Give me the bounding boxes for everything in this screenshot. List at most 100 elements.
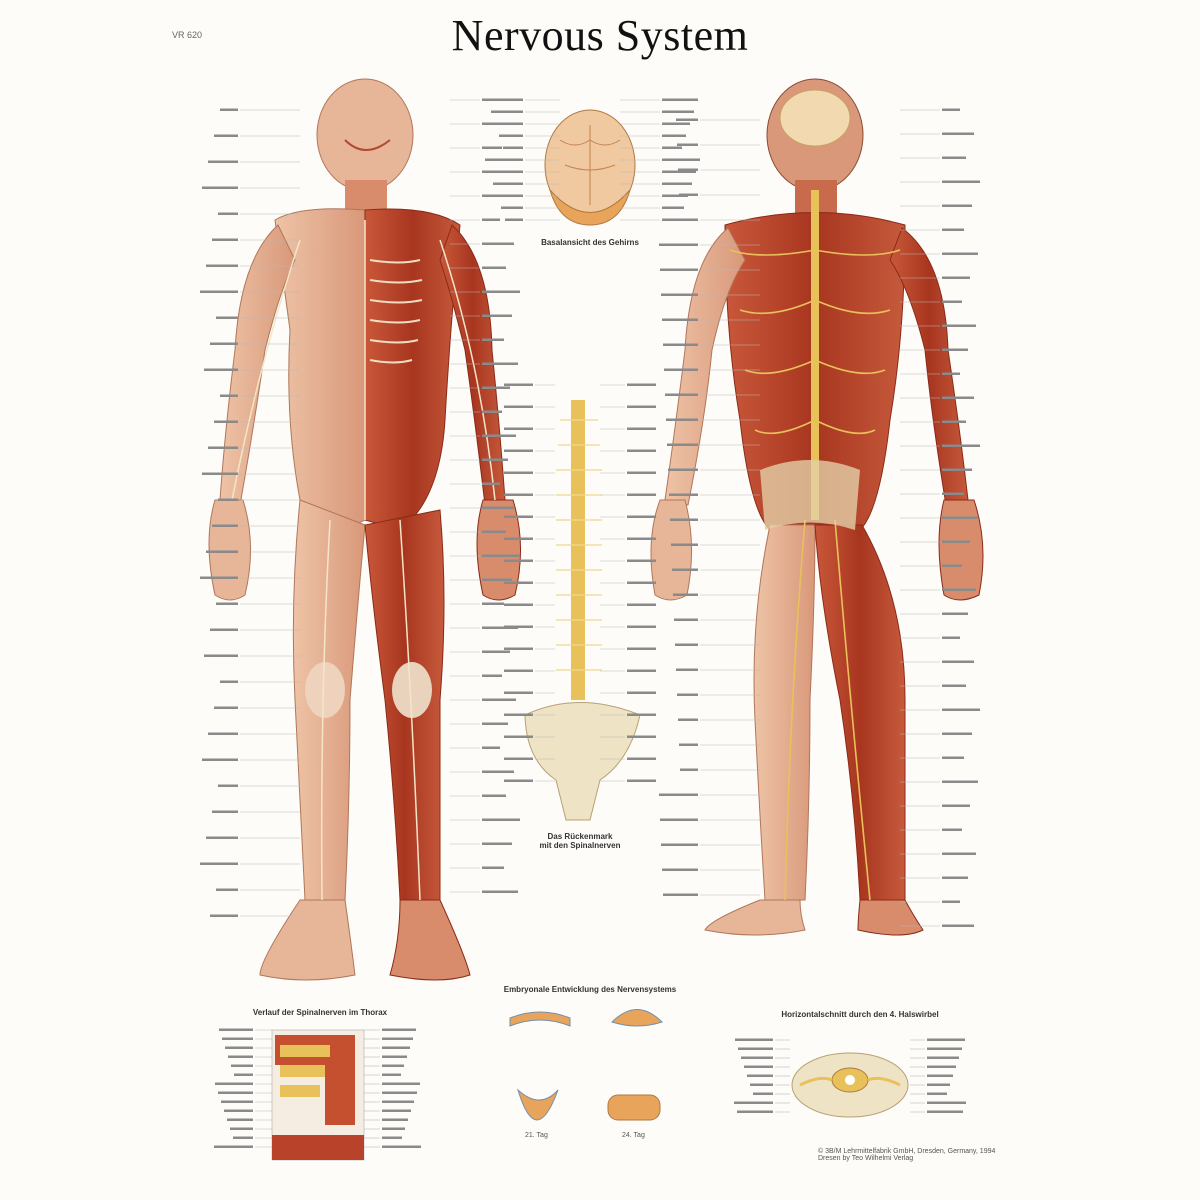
label-mark: [676, 668, 698, 671]
spinal-cord-illustration: [524, 400, 641, 821]
label-mark: [627, 669, 656, 672]
label-mark: [671, 543, 698, 546]
label-mark: [482, 434, 516, 437]
label-mark: [482, 578, 512, 581]
label-mark: [927, 1047, 962, 1050]
label-mark: [678, 718, 698, 721]
label-mark: [662, 110, 694, 113]
label-mark: [734, 1101, 773, 1104]
label-mark: [942, 468, 972, 471]
label-mark: [487, 98, 523, 101]
label-mark: [482, 674, 502, 677]
label-mark: [753, 1092, 773, 1095]
label-mark: [666, 418, 698, 421]
label-mark: [482, 770, 514, 773]
caption-day-24: 24. Tag: [622, 1132, 645, 1139]
label-mark: [942, 852, 976, 855]
label-mark: [670, 518, 698, 521]
label-mark: [659, 793, 698, 796]
label-mark: [482, 626, 518, 629]
label-mark: [942, 900, 960, 903]
label-mark: [482, 818, 520, 821]
label-mark: [627, 427, 656, 430]
label-mark: [504, 493, 533, 496]
label-mark: [504, 449, 533, 452]
label-mark: [663, 893, 698, 896]
label-mark: [505, 218, 523, 221]
label-mark: [482, 194, 508, 197]
label-mark: [382, 1100, 414, 1103]
caption-brain-base: Basalansicht des Gehirns: [541, 238, 639, 247]
label-mark: [677, 143, 698, 146]
label-mark: [504, 581, 533, 584]
label-mark: [489, 170, 523, 173]
label-mark: [660, 268, 698, 271]
label-mark: [482, 866, 504, 869]
label-mark: [482, 842, 512, 845]
label-mark: [231, 1064, 253, 1067]
label-mark: [627, 405, 656, 408]
label-mark: [202, 758, 238, 761]
label-mark: [222, 1037, 253, 1040]
label-mark: [627, 449, 656, 452]
label-mark: [220, 680, 238, 683]
label-mark: [382, 1037, 413, 1040]
label-mark: [206, 264, 238, 267]
label-mark: [204, 368, 238, 371]
label-mark: [662, 134, 686, 137]
label-mark: [227, 1118, 253, 1121]
label-mark: [485, 158, 523, 161]
label-mark: [750, 1083, 773, 1086]
label-mark: [504, 669, 533, 672]
label-mark: [927, 1110, 963, 1113]
label-mark: [942, 372, 960, 375]
label-mark: [669, 493, 698, 496]
label-mark: [927, 1092, 947, 1095]
label-mark: [233, 1136, 253, 1139]
label-mark: [495, 122, 523, 125]
caption-thorax: Verlauf der Spinalnerven im Thorax: [252, 1008, 388, 1017]
label-mark: [216, 602, 238, 605]
label-mark: [942, 300, 962, 303]
label-mark: [206, 550, 238, 553]
label-mark: [482, 602, 504, 605]
label-mark: [504, 647, 533, 650]
label-mark: [942, 348, 968, 351]
label-mark: [627, 713, 656, 716]
caption-cervical: Horizontalschnitt durch den 4. Halswirbe…: [781, 1010, 939, 1019]
label-mark: [504, 735, 533, 738]
label-mark: [627, 603, 656, 606]
label-mark: [942, 660, 974, 663]
label-mark: [208, 160, 238, 163]
label-mark: [214, 420, 238, 423]
label-mark: [744, 1065, 773, 1068]
label-mark: [942, 516, 978, 519]
label-mark: [942, 828, 962, 831]
label-mark: [482, 794, 506, 797]
copyright-line-2: Dresen by Teo Wilhelmi Verlag: [818, 1155, 914, 1162]
label-mark: [482, 314, 512, 317]
label-mark: [482, 218, 500, 221]
label-mark: [482, 554, 520, 557]
label-mark: [927, 1101, 966, 1104]
label-mark: [674, 618, 698, 621]
label-mark: [216, 316, 238, 319]
label-mark: [482, 530, 506, 533]
thorax-inset: [271, 1029, 365, 1161]
label-mark: [215, 1082, 253, 1085]
label-mark: [382, 1127, 405, 1130]
brain-base-illustration: [544, 109, 636, 226]
label-mark: [942, 276, 970, 279]
label-mark: [504, 625, 533, 628]
embryonic-stages: [509, 1009, 663, 1121]
label-mark: [491, 110, 523, 113]
label-mark: [663, 343, 698, 346]
label-mark: [210, 914, 238, 917]
label-mark: [202, 186, 238, 189]
label-mark: [212, 238, 238, 241]
label-mark: [200, 862, 238, 865]
label-mark: [942, 492, 964, 495]
caption-spinal-cord-line-2: mit den Spinalnerven: [539, 841, 621, 850]
label-mark: [382, 1082, 420, 1085]
label-mark: [627, 735, 656, 738]
